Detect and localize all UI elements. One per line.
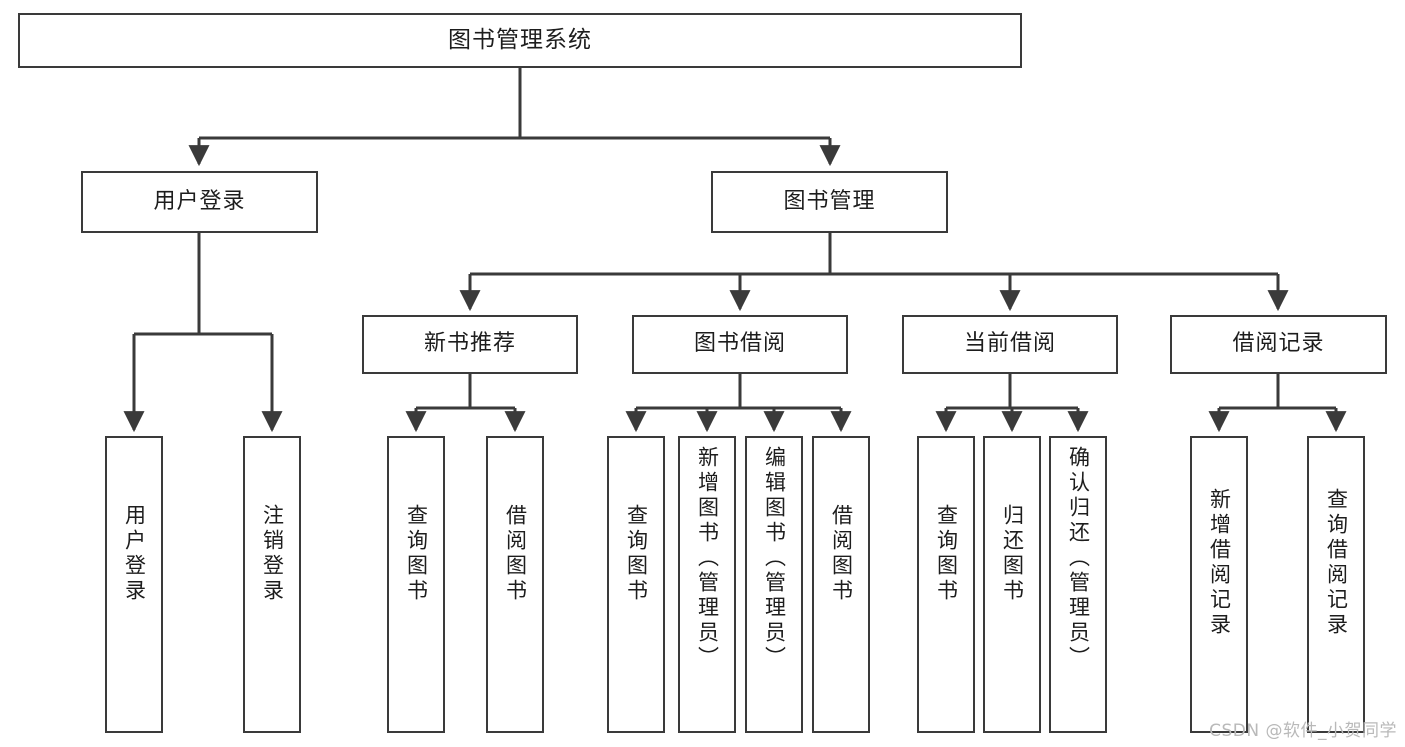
leaf-borrow-books-recommend[interactable]: 借阅图书 [486,436,544,733]
node-label: 借阅记录 [1232,331,1325,357]
leaf-label: 确认归还（管理员） [1066,446,1091,671]
node-label: 新书推荐 [423,331,516,357]
leaf-borrow-books[interactable]: 借阅图书 [812,436,870,733]
node-book-management[interactable]: 图书管理 [711,171,948,233]
leaf-add-borrow-record[interactable]: 新增借阅记录 [1190,436,1248,733]
leaf-logout-login[interactable]: 注销登录 [243,436,301,733]
leaf-query-books-borrow[interactable]: 查询图书 [607,436,665,733]
leaf-label: 新增借阅记录 [1207,488,1232,638]
leaf-edit-book-admin[interactable]: 编辑图书（管理员） [745,436,803,733]
leaf-label: 查询图书 [404,504,429,604]
node-user-login[interactable]: 用户登录 [81,171,318,233]
leaf-query-borrow-record[interactable]: 查询借阅记录 [1307,436,1365,733]
leaf-query-books-current[interactable]: 查询图书 [917,436,975,733]
leaf-confirm-return-admin[interactable]: 确认归还（管理员） [1049,436,1107,733]
leaf-label: 查询图书 [934,504,959,604]
watermark-text: CSDN @软件_小贺同学 [1209,721,1397,741]
node-new-book-recommend[interactable]: 新书推荐 [362,315,578,374]
leaf-label: 新增图书（管理员） [695,446,720,671]
leaf-label: 借阅图书 [503,504,528,604]
leaf-return-books[interactable]: 归还图书 [983,436,1041,733]
node-borrow-records[interactable]: 借阅记录 [1170,315,1387,374]
leaf-label: 归还图书 [1000,504,1025,604]
node-label: 用户登录 [153,188,246,214]
leaf-label: 查询借阅记录 [1324,488,1349,638]
leaf-label: 用户登录 [122,504,147,604]
leaf-user-login[interactable]: 用户登录 [105,436,163,733]
leaf-label: 查询图书 [624,504,649,604]
leaf-label: 借阅图书 [829,504,854,604]
node-label: 当前借阅 [963,331,1056,357]
node-book-borrow[interactable]: 图书借阅 [632,315,848,374]
node-label: 图书管理 [783,188,876,214]
leaf-add-book-admin[interactable]: 新增图书（管理员） [678,436,736,733]
node-label: 图书借阅 [693,331,786,357]
leaf-query-books-recommend[interactable]: 查询图书 [387,436,445,733]
node-current-borrow[interactable]: 当前借阅 [902,315,1118,374]
node-label: 图书管理系统 [448,26,592,53]
leaf-label: 注销登录 [260,504,285,604]
leaf-label: 编辑图书（管理员） [762,446,787,671]
node-root-system[interactable]: 图书管理系统 [18,13,1022,68]
